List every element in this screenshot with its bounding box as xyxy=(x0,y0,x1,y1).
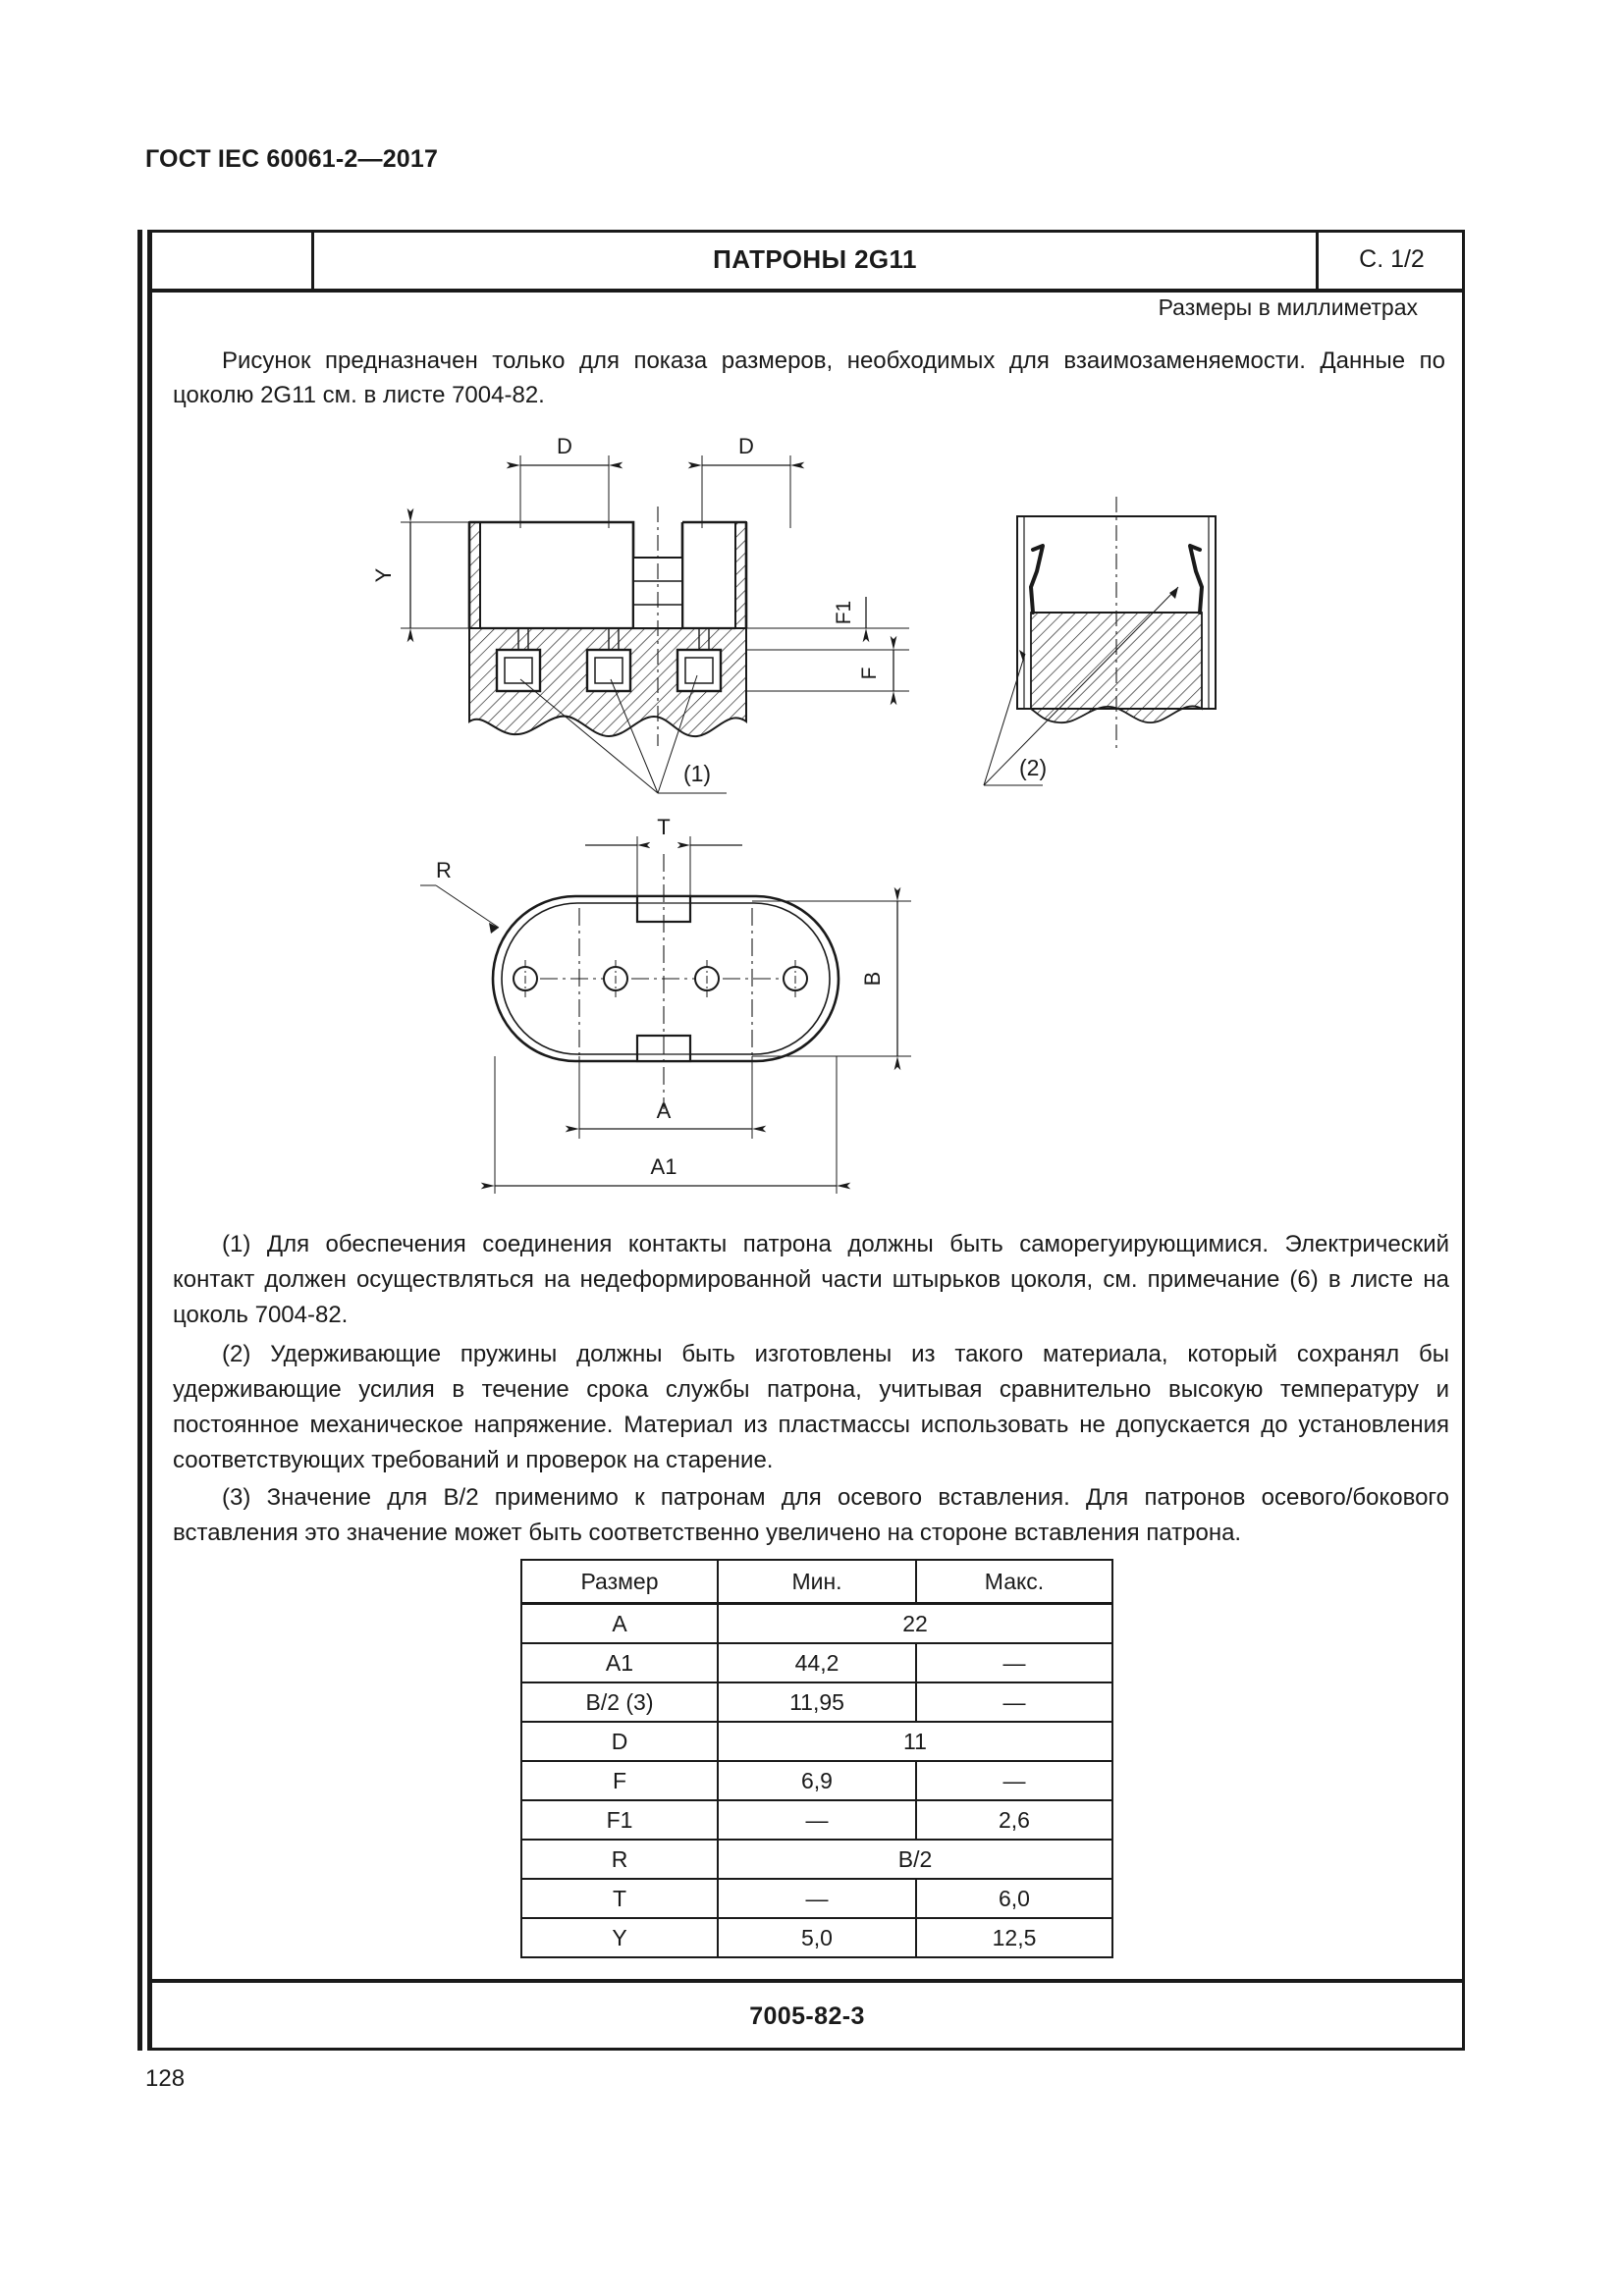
standard-running-head: ГОСТ IEC 60061-2—2017 xyxy=(145,145,439,173)
table-cell-merged-value: B/2 xyxy=(717,1839,1113,1880)
label-a: A xyxy=(657,1098,672,1123)
label-y: Y xyxy=(371,567,396,582)
table-header-min: Мин. xyxy=(717,1559,917,1605)
table-cell-min: — xyxy=(717,1878,917,1919)
table-cell-max: — xyxy=(915,1760,1113,1801)
table-cell-size: A1 xyxy=(520,1642,719,1683)
note-2: (2) Удерживающие пружины должны быть изг… xyxy=(173,1337,1449,1478)
table-cell-min: 5,0 xyxy=(717,1917,917,1958)
sheet-page-indicator: С. 1/2 xyxy=(1316,230,1465,290)
note-1-marker: (1) xyxy=(222,1231,251,1257)
table-header-size: Размер xyxy=(520,1559,719,1605)
label-f: F xyxy=(858,667,881,680)
label-f1: F1 xyxy=(833,601,855,625)
sheet-frame xyxy=(149,230,1465,2051)
table-cell-size: D xyxy=(520,1721,719,1762)
note-2-marker: (2) xyxy=(222,1341,251,1367)
table-cell-merged-value: 22 xyxy=(717,1602,1113,1644)
table-cell-size: B/2 (3) xyxy=(520,1682,719,1723)
table-cell-min: 6,9 xyxy=(717,1760,917,1801)
table-cell-max: 12,5 xyxy=(915,1917,1113,1958)
sheet-title-band xyxy=(149,230,1465,293)
sheet-title-left-cell xyxy=(149,230,314,293)
label-a1: A1 xyxy=(651,1154,677,1179)
note-1-text: Для обеспечения соединения контакты патр… xyxy=(173,1231,1450,1328)
label-d-right: D xyxy=(738,434,754,458)
intro-text: Рисунок предназначен только для показа р… xyxy=(173,347,1445,408)
units-note: Размеры в миллиметрах xyxy=(1158,294,1418,320)
table-row: F1—2,6 xyxy=(520,1799,1113,1841)
label-r: R xyxy=(436,858,452,882)
sheet-code-footer: 7005-82-3 xyxy=(149,1979,1465,2051)
table-row: T—6,0 xyxy=(520,1878,1113,1919)
intro-paragraph: Рисунок предназначен только для показа р… xyxy=(173,344,1445,412)
table-cell-max: 6,0 xyxy=(915,1878,1113,1919)
note-1: (1) Для обеспечения соединения контакты … xyxy=(173,1227,1449,1333)
frame-left-rule-thin xyxy=(147,230,150,2051)
callout-2: (2) xyxy=(1019,755,1047,780)
table-cell-size: F xyxy=(520,1760,719,1801)
table-cell-size: Y xyxy=(520,1917,719,1958)
table-cell-size: T xyxy=(520,1878,719,1919)
table-cell-size: F1 xyxy=(520,1799,719,1841)
frame-left-rule-thick xyxy=(137,230,142,2051)
table-cell-max: — xyxy=(915,1682,1113,1723)
label-b: B xyxy=(860,972,885,987)
note-3-marker: (3) xyxy=(222,1484,251,1511)
note-3-text: Значение для B/2 применимо к патронам дл… xyxy=(173,1484,1449,1546)
page-number: 128 xyxy=(145,2065,186,2092)
note-3: (3) Значение для B/2 применимо к патрона… xyxy=(173,1480,1449,1551)
label-t: T xyxy=(657,815,670,839)
table-cell-size: A xyxy=(520,1602,719,1644)
spring-detail-drawing: (2) xyxy=(983,497,1217,786)
sheet-title: ПАТРОНЫ 2G11 xyxy=(713,244,917,274)
table-cell-size: R xyxy=(520,1839,719,1880)
plan-view-drawing: T R B A A1 xyxy=(420,815,911,1194)
table-header-row: Размер Мин. Макс. xyxy=(520,1559,1113,1605)
table-cell-max: — xyxy=(915,1642,1113,1683)
label-d-left: D xyxy=(557,434,572,458)
table-cell-min: — xyxy=(717,1799,917,1841)
table-cell-merged-value: 11 xyxy=(717,1721,1113,1762)
table-row: B/2 (3)11,95— xyxy=(520,1682,1113,1723)
table-header-max: Макс. xyxy=(915,1559,1113,1605)
table-cell-min: 44,2 xyxy=(717,1642,917,1683)
section-view-drawing: D D Y F1 F (1) xyxy=(371,434,909,794)
callout-1: (1) xyxy=(683,761,711,786)
note-2-text: Удерживающие пружины должны быть изготов… xyxy=(173,1341,1449,1473)
table-cell-min: 11,95 xyxy=(717,1682,917,1723)
table-cell-max: 2,6 xyxy=(915,1799,1113,1841)
